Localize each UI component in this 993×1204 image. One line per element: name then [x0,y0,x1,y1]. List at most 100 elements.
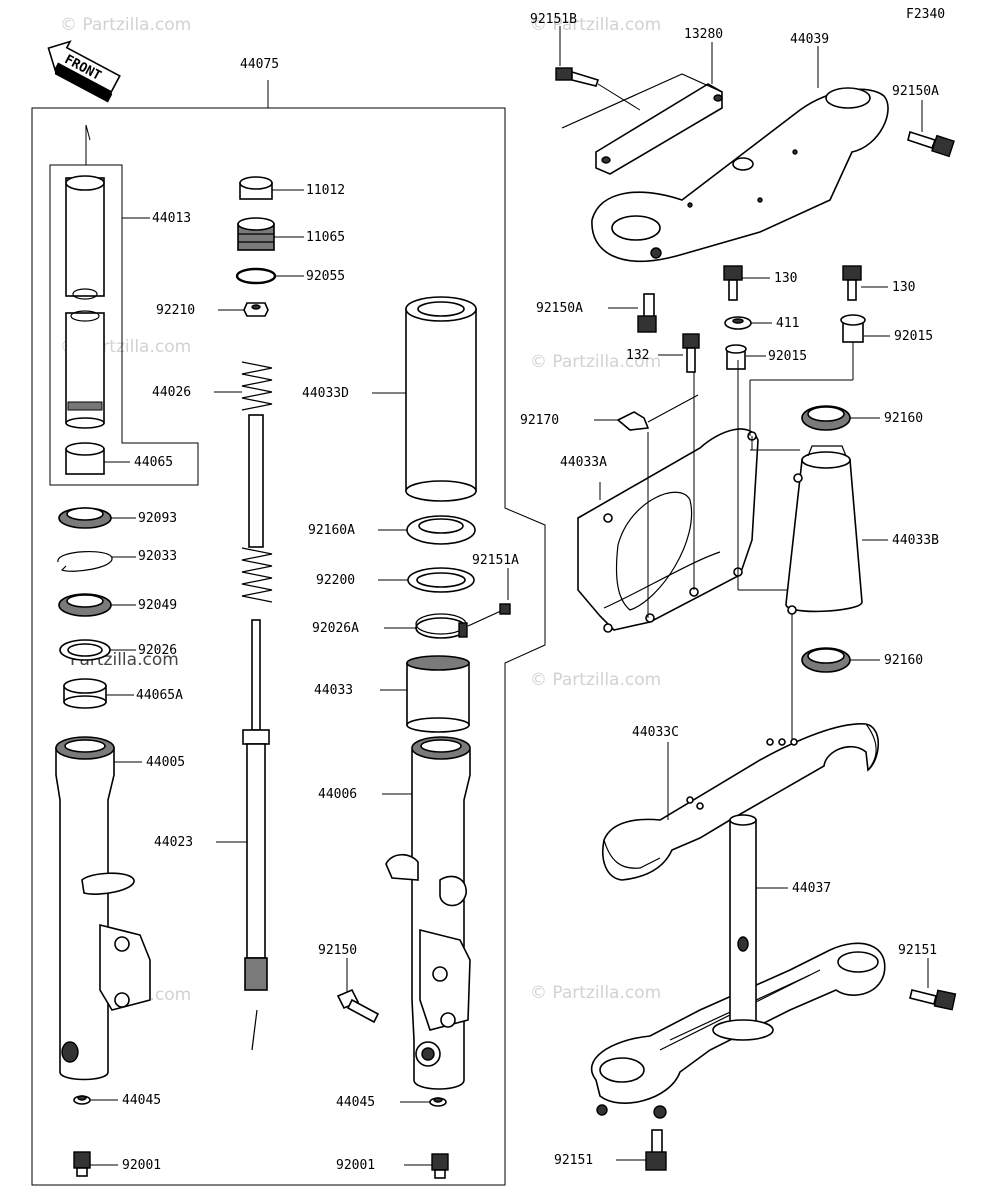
label-11065: 11065 [306,230,345,245]
svg-text:© Partzilla.com: © Partzilla.com [60,15,191,35]
label-44033: 44033 [314,683,353,698]
label-92150A-left: 92150A [536,301,583,316]
label-44006: 44006 [318,787,357,802]
clamp-92026A [415,613,468,639]
label-92055: 92055 [306,269,345,284]
svg-text:© Partzilla.com: © Partzilla.com [530,670,661,690]
label-44033C: 44033C [632,725,679,740]
label-92150: 92150 [318,943,357,958]
circlip-92033 [57,551,113,572]
svg-text:© Partzilla.com: © Partzilla.com [530,352,661,372]
svg-text:© Partzilla.com: © Partzilla.com [530,15,661,35]
washer-44045-left [73,1095,91,1105]
label-130-a: 130 [774,271,797,286]
cover-44033B [785,445,863,615]
outer-tube-44006 [385,736,471,1090]
seat-92160A [406,515,476,545]
svg-text:© Partzilla.com: © Partzilla.com [530,983,661,1003]
screw-92151A [467,603,511,627]
front-arrow-icon: FRONT [47,40,121,103]
label-92093: 92093 [138,511,177,526]
washer-44045-right [429,1097,447,1107]
label-44005: 44005 [146,755,185,770]
label-92200: 92200 [316,573,355,588]
label-44039: 44039 [790,32,829,47]
bolt-130-b [842,265,862,301]
label-44045-right: 44045 [336,1095,375,1110]
bushing-44065 [65,442,105,475]
label-92170: 92170 [520,413,559,428]
label-92001-right: 92001 [336,1158,375,1173]
label-44075: 44075 [240,57,279,72]
bolt-92001-right [431,1153,449,1179]
bolt-132 [682,333,700,373]
nut-92210 [243,302,269,317]
bracket-92170 [616,394,699,431]
bolt-92151-right [909,989,957,1011]
label-44045-left: 44045 [122,1093,161,1108]
label-92015-b: 92015 [894,329,933,344]
cover-44033 [406,655,470,733]
bolt-92151B [555,67,641,111]
oil-seal-92049 [58,593,112,617]
damper-rod-44023 [242,619,270,1051]
label-92033: 92033 [138,549,177,564]
label-132: 132 [626,348,649,363]
collar-92015-a [725,344,747,370]
label-92150A-top: 92150A [892,84,939,99]
washer-92026 [59,639,111,661]
outer-tube-44005 [55,736,151,1081]
watermarks: © Partzilla.com © Partzilla.com © Partzi… [60,15,661,1005]
label-130-b: 130 [892,280,915,295]
label-92210: 92210 [156,303,195,318]
bolt-92150A-top [907,130,955,158]
bolt-92001-left [73,1151,91,1177]
label-11012: 11012 [306,183,345,198]
label-44026: 44026 [152,385,191,400]
washer-411 [724,316,752,330]
label-92015-a: 92015 [768,349,807,364]
label-44023: 44023 [154,835,193,850]
cap-11012 [239,176,273,200]
bolt-92151-bottom [645,1129,667,1171]
inner-tube-upper [65,175,105,300]
label-411: 411 [776,316,799,331]
label-92151-right: 92151 [898,943,937,958]
label-92151A: 92151A [472,553,519,568]
plug-11065 [237,217,275,251]
bracket-13280 [561,73,723,175]
label-92160A: 92160A [308,523,355,538]
cover-44033A [577,342,854,633]
label-92026: 92026 [138,643,177,658]
inner-tube-lower [65,310,105,429]
label-44065A: 44065A [136,688,183,703]
label-44037: 44037 [792,881,831,896]
label-92049: 92049 [138,598,177,613]
bolt-130-a [723,265,743,301]
bolt-92150 [336,988,380,1024]
label-13280: 13280 [684,27,723,42]
label-44033B: 44033B [892,533,939,548]
label-92026A: 92026A [312,621,359,636]
label-92160-top: 92160 [884,411,923,426]
seat-92160-top [801,405,851,431]
cover-44033C [602,723,879,881]
collar-92015-b [840,314,866,343]
seat-92160-bottom [801,647,851,673]
bolt-92150A-left [637,293,657,333]
cartridge-box [49,124,199,486]
dust-seal-92093 [58,507,112,529]
o-ring-92055 [235,267,277,285]
label-92151-bottom: 92151 [554,1153,593,1168]
label-92151B: 92151B [530,12,577,27]
label-44013: 44013 [152,211,191,226]
label-44033A: 44033A [560,455,607,470]
fork-assembly-outline [31,80,546,1186]
diagram-code: F2340 [906,7,945,22]
steering-stem-44037 [590,814,886,1119]
label-92001-left: 92001 [122,1158,161,1173]
cover-44033D [405,296,477,502]
spring-44026 [241,361,273,603]
bushing-44065A [63,678,107,709]
